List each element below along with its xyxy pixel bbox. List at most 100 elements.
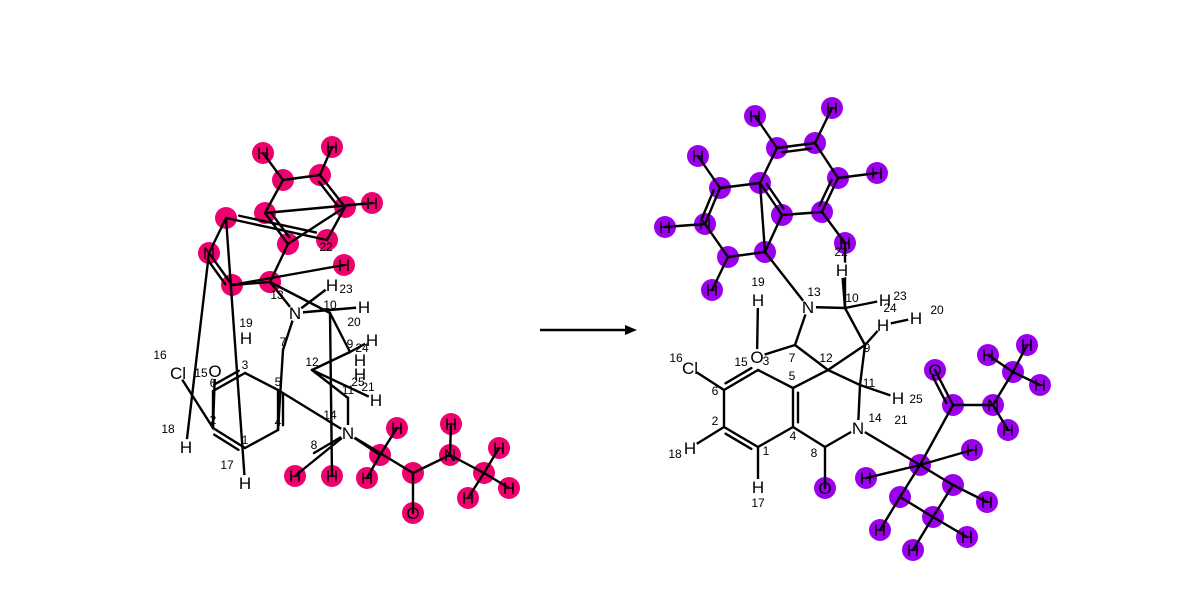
atom-label: H <box>391 419 403 438</box>
atom-index: 14 <box>323 408 337 422</box>
atom-index: 17 <box>751 496 765 510</box>
bond <box>813 106 834 145</box>
bond <box>703 222 730 259</box>
bond <box>864 463 922 480</box>
bond <box>261 151 285 182</box>
bond <box>268 242 290 284</box>
atom-index: 20 <box>930 303 944 317</box>
atom-label: N <box>699 215 711 234</box>
bond <box>466 471 486 500</box>
atom-label: O <box>750 348 763 367</box>
atom-label: H <box>445 415 457 434</box>
atom-label: H <box>874 521 886 540</box>
bond <box>276 348 285 432</box>
atom-index: 15 <box>734 355 748 369</box>
atom-index: 3 <box>763 354 770 368</box>
atom-label: H <box>366 194 378 213</box>
atom-index: 22 <box>834 245 848 259</box>
bond <box>224 216 247 485</box>
bond <box>756 368 795 390</box>
atom-label: N <box>802 298 814 317</box>
atom-index: 12 <box>819 351 833 365</box>
atom-label: H <box>749 107 761 126</box>
atom-index: 24 <box>883 301 897 315</box>
atom-label: H <box>706 281 718 300</box>
atom-label: H <box>659 218 671 237</box>
bond <box>856 426 922 467</box>
atom-index: 1 <box>242 433 249 447</box>
bond <box>448 422 453 457</box>
bond <box>211 426 247 450</box>
bond <box>482 471 511 490</box>
atom-index: 23 <box>893 289 907 303</box>
atom-index: 23 <box>339 282 353 296</box>
atom-label: N <box>342 424 354 443</box>
bond <box>293 305 366 315</box>
atom-index: 4 <box>790 429 797 443</box>
atom-index: 13 <box>270 288 284 302</box>
atom-label: H <box>836 261 848 280</box>
bond <box>286 205 347 246</box>
reactant-molecule: 5362147N131091211N14NCl16H18H17HHHH22HH2… <box>153 136 520 524</box>
bond <box>176 371 215 430</box>
double-bond <box>931 375 948 405</box>
atom-index: 22 <box>319 240 333 254</box>
bond <box>207 251 234 287</box>
atom-label: N <box>203 244 215 263</box>
atom-label: H <box>361 469 373 488</box>
atom-index: 3 <box>242 358 249 372</box>
bond <box>243 428 280 450</box>
atom-index: 7 <box>280 335 287 349</box>
atom-label: H <box>1002 421 1014 440</box>
bond <box>918 463 955 487</box>
bond <box>753 114 779 150</box>
double-bond <box>724 432 753 451</box>
bond <box>931 515 969 539</box>
bond <box>991 370 1015 407</box>
atom-label: H <box>684 439 696 458</box>
bond <box>780 210 824 217</box>
bond <box>411 453 452 475</box>
bond <box>755 298 760 359</box>
bond <box>243 371 280 392</box>
atom-label: H <box>826 99 838 118</box>
bond <box>448 453 486 475</box>
atom-label: H <box>982 346 994 365</box>
atom-label: O <box>818 479 831 498</box>
atom-label: H <box>493 439 505 458</box>
atom-label: H <box>871 164 883 183</box>
bond <box>328 311 334 478</box>
atom-index: 4 <box>275 415 282 429</box>
bond <box>211 371 247 393</box>
bond <box>318 173 347 209</box>
atom-index: 21 <box>894 413 908 427</box>
atom-label: N <box>987 396 999 415</box>
atom-label: N <box>444 446 456 465</box>
atom-index: 18 <box>668 447 682 461</box>
atom-label: H <box>966 441 978 460</box>
atom-index: 18 <box>161 422 175 436</box>
bond <box>820 176 840 214</box>
bond <box>263 178 285 215</box>
bond <box>718 181 762 190</box>
bond <box>722 368 760 392</box>
bond <box>758 181 784 217</box>
bond <box>933 368 955 407</box>
double-bond <box>818 178 833 207</box>
atom-label: H <box>289 467 301 486</box>
atom-label: H <box>860 469 872 488</box>
atom-label: H <box>257 144 269 163</box>
bond <box>230 263 346 287</box>
bond <box>820 210 847 245</box>
bond <box>918 448 974 467</box>
atom-index: 20 <box>347 315 361 329</box>
atom-label: H <box>961 528 973 547</box>
atom-index: 2 <box>712 414 719 428</box>
atom-label: N <box>852 419 864 438</box>
atom-label: H <box>338 256 350 275</box>
reaction-arrow <box>540 325 637 335</box>
atom-label: H <box>326 276 338 295</box>
atom-index: 24 <box>355 341 369 355</box>
bond <box>281 173 322 182</box>
